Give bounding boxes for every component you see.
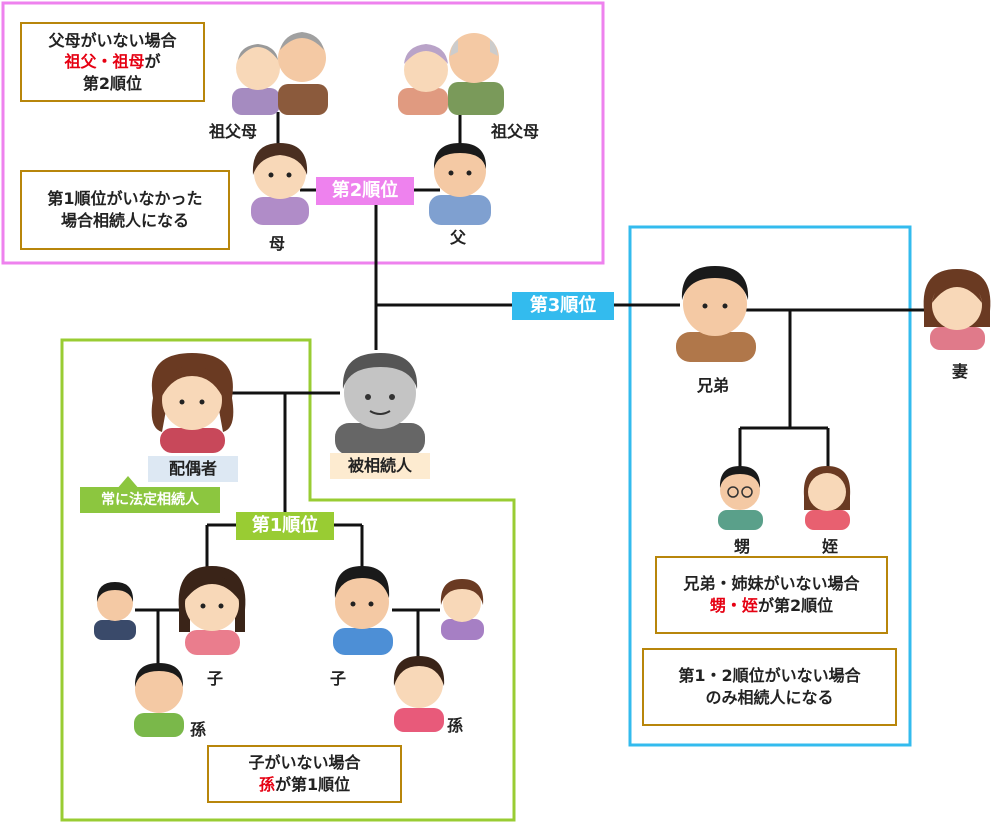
gen2-frame (1, 1, 605, 265)
deceased-illustration (335, 353, 425, 455)
grandchild-note-line2: 孫が第1順位 (259, 774, 350, 796)
grandparents-note-line1: 父母がいない場合 (48, 30, 177, 50)
grandparents-right-illustration (398, 33, 504, 115)
nephew-note-line1: 兄弟・姉妹がいない場合 (683, 574, 860, 594)
gen3-condition-line2: のみ相続人になる (705, 688, 834, 707)
grandchild-left-illustration (134, 663, 184, 737)
nephew-illustration (718, 466, 763, 530)
gen3-condition-note: 第1・2順位がいない場合 のみ相続人になる (642, 648, 897, 726)
label-mother: 母 (268, 234, 285, 253)
child-right-illustration (333, 566, 393, 655)
nephew-note-tail: が第2順位 (757, 596, 834, 615)
nephew-note-line2: 甥・姪が第2順位 (710, 595, 833, 617)
grandparents-note-red: 祖父・祖母 (64, 52, 145, 72)
grandparents-note: 父母がいない場合 祖父・祖母が 第2順位 (20, 22, 205, 102)
grandparents-note-line2: 祖父・祖母が (64, 51, 160, 73)
label-child-left: 子 (206, 669, 223, 688)
label-grandchild-left: 孫 (189, 720, 206, 739)
label-grandparents-right: 祖父母 (490, 122, 539, 141)
grandparents-left-illustration (232, 32, 328, 115)
label-sibling-wife: 妻 (951, 362, 968, 381)
father-illustration (429, 143, 491, 225)
grandchild-note-tail: が第1順位 (274, 775, 351, 794)
nephew-note: 兄弟・姉妹がいない場合 甥・姪が第2順位 (655, 556, 888, 634)
label-grandparents-left: 祖父母 (208, 122, 257, 141)
niece-illustration (803, 466, 851, 530)
grandchild-note: 子がいない場合 孫が第1順位 (207, 745, 402, 803)
gen1-frame (60, 338, 516, 822)
grandchild-note-red: 孫 (258, 775, 275, 794)
gen3-tag: 第3順位 (512, 292, 614, 320)
gen2-condition-line2: 場合相続人になる (60, 211, 189, 230)
gen2-condition-note: 第1順位がいなかった 場合相続人になる (20, 170, 230, 250)
grandparents-note-line3: 第2順位 (82, 73, 143, 93)
sibling-illustration (676, 266, 756, 362)
sibling-wife-illustration (923, 269, 991, 350)
label-child-right: 子 (329, 669, 346, 688)
spouse-callout-pointer (116, 476, 140, 490)
spouse-callout: 常に法定相続人 (80, 487, 220, 513)
gen3-frame (628, 225, 912, 747)
child-left-spouse-illustration (94, 582, 136, 640)
label-father: 父 (449, 228, 466, 247)
gen1-tag: 第1順位 (236, 512, 334, 540)
gen2-tag: 第2順位 (316, 177, 414, 205)
label-spouse: 配偶者 (148, 456, 238, 482)
label-nephew: 甥 (733, 537, 750, 556)
label-sibling: 兄弟 (696, 376, 729, 395)
gen3-condition-line1: 第1・2順位がいない場合 (678, 666, 861, 686)
child-right-spouse-illustration (440, 579, 484, 640)
grandchild-note-line1: 子がいない場合 (248, 753, 361, 773)
grandparents-note-tail: が (144, 52, 161, 72)
label-niece: 姪 (821, 537, 838, 556)
grandchild-right-illustration (393, 656, 445, 732)
child-left-illustration (178, 566, 246, 655)
mother-illustration (251, 143, 309, 225)
gen2-condition-line1: 第1順位がいなかった (47, 189, 203, 209)
label-deceased: 被相続人 (330, 453, 430, 479)
spouse-illustration (151, 353, 234, 453)
label-grandchild-right: 孫 (446, 716, 463, 735)
nephew-note-red: 甥・姪 (709, 596, 758, 615)
